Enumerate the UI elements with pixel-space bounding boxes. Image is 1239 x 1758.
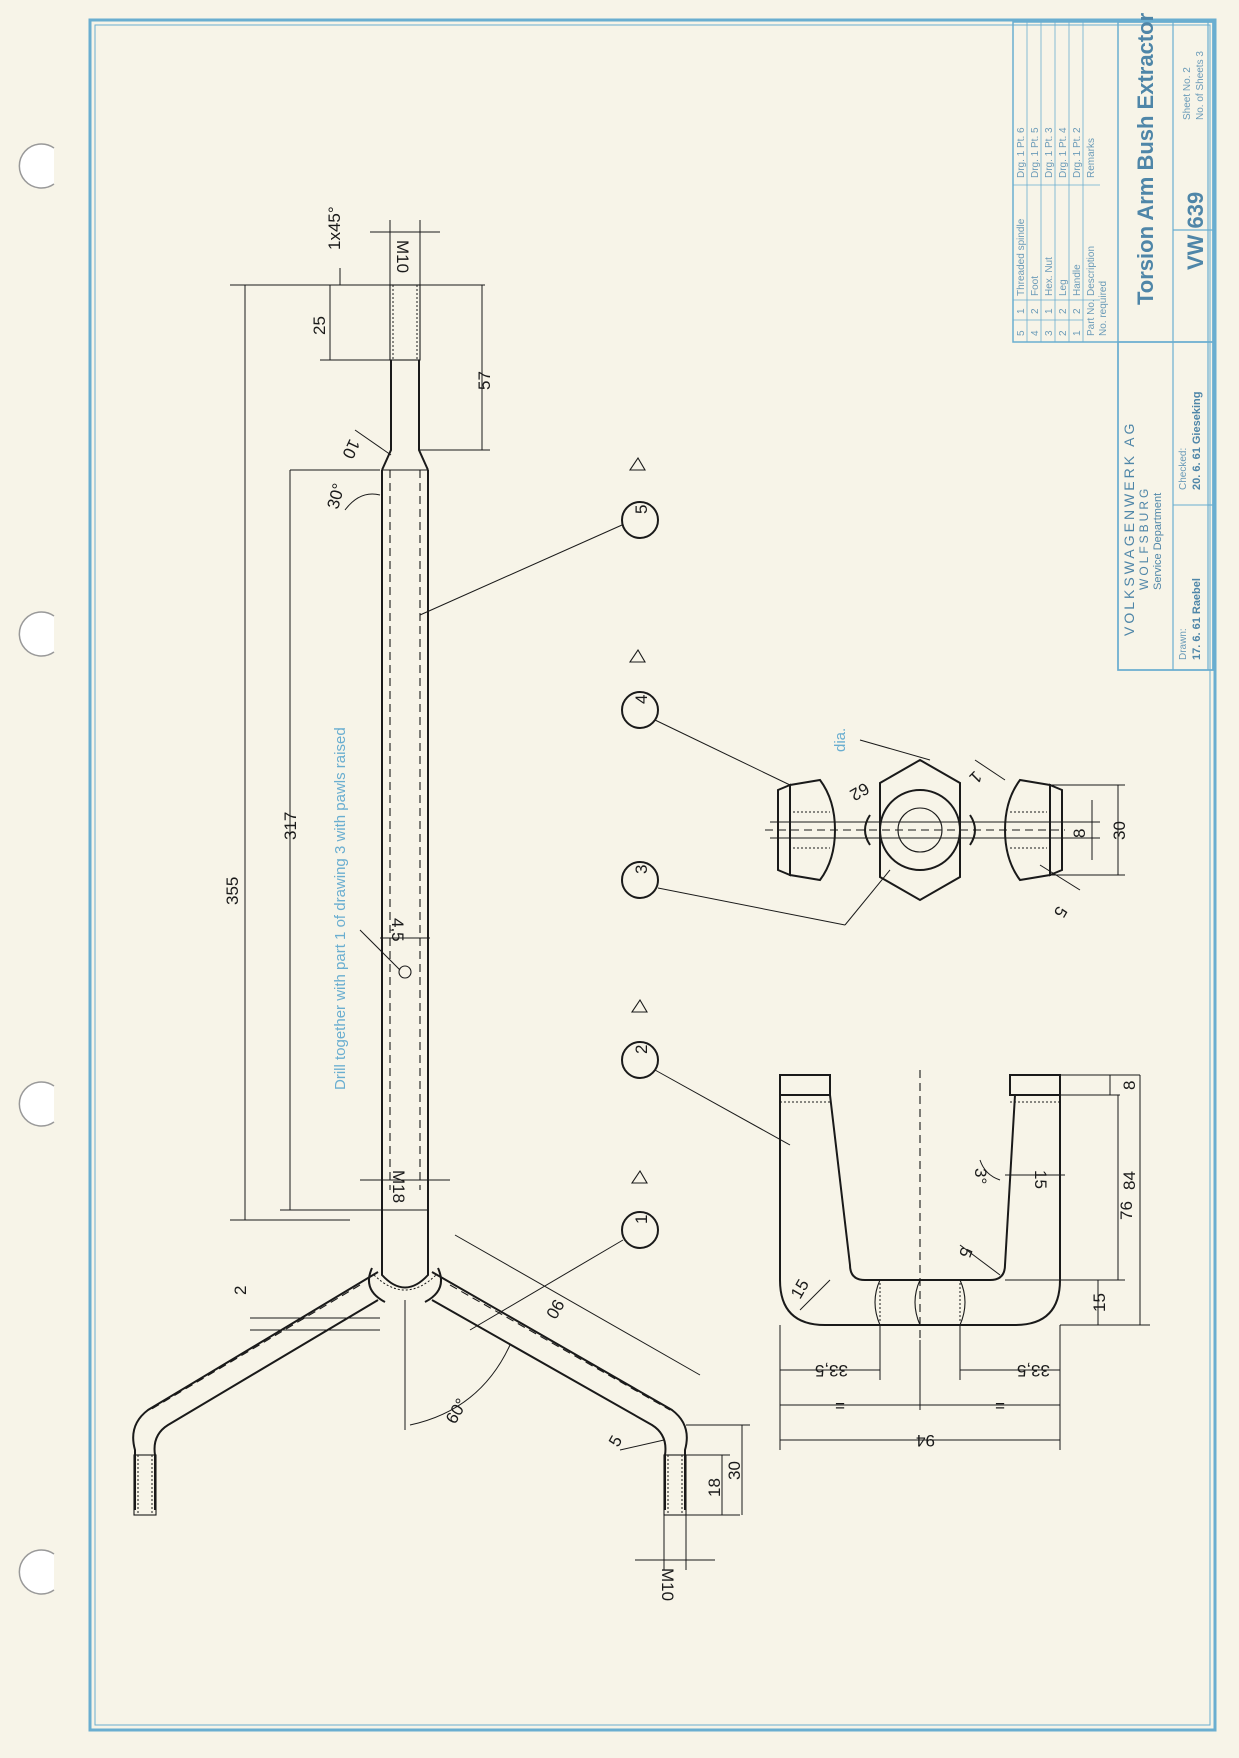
part-5-remarks: Drg. 1 Pt. 6 (1016, 127, 1027, 178)
part-2-remarks: Drg. 1 Pt. 4 (1058, 127, 1069, 178)
dim-90: 90 (542, 1296, 568, 1322)
dim-4-5: 4,5 (388, 918, 407, 942)
dim-57: 57 (475, 371, 494, 390)
part-5-no: 5 (1016, 330, 1027, 336)
part-4-desc: Foot (1030, 276, 1041, 296)
balloon-5-label: 5 (632, 505, 651, 514)
part-4-remarks: Drg. 1 Pt. 5 (1030, 127, 1041, 178)
part-2-desc: Leg (1058, 279, 1069, 296)
dim-18: 18 (705, 1478, 724, 1497)
dim-m18: M18 (389, 1170, 408, 1203)
handle-dimensions: 8 84 76 15 15 3° 5 15 33,5 33,5 = = 94 (779, 1074, 1150, 1450)
dim-62: 62 (847, 779, 873, 805)
header-description: Description (1086, 246, 1097, 296)
balloon-1 (621, 1211, 659, 1249)
balloon-4 (621, 691, 659, 729)
part-3-remarks: Drg. 1 Pt. 3 (1044, 127, 1055, 178)
dim-33-5-left: 33,5 (815, 1361, 848, 1380)
part-1-qty: 2 (1072, 308, 1083, 314)
part-5-desc: Threaded spindle (1016, 218, 1027, 296)
drawn-label: Drawn: (1178, 628, 1189, 660)
cross-hole (398, 965, 412, 979)
dim-3deg: 3° (971, 1168, 990, 1184)
dim-15-corner: 15 (787, 1276, 813, 1302)
checked-label: Checked: (1178, 448, 1189, 490)
dim-33-5-right: 33,5 (1017, 1361, 1050, 1380)
part-5-qty: 1 (1016, 308, 1027, 314)
dim-76: 76 (1117, 1201, 1136, 1220)
dim-94: 94 (916, 1431, 935, 1450)
part-1-remarks: Drg. 1 Pt. 2 (1072, 127, 1083, 178)
company-department: Service Department (1152, 493, 1164, 590)
sheet-number: Sheet No. 2 (1182, 67, 1193, 120)
balloon-2-label: 2 (632, 1045, 651, 1054)
company-name: VOLKSWAGENWERK AG (1121, 421, 1137, 636)
header-part-no: Part No. (1086, 299, 1097, 336)
balloon-4-label: 4 (632, 695, 651, 704)
dim-15-inner: 15 (1031, 1170, 1050, 1189)
dim-30deg: 30° (324, 481, 349, 511)
dim-5-foot: 5 (605, 1432, 626, 1450)
handle-view (779, 1070, 1061, 1340)
part-3-qty: 1 (1044, 308, 1055, 314)
part-1-no: 1 (1072, 330, 1083, 336)
part-balloons: 5 4 3 2 1 (419, 456, 891, 1331)
header-no-required: No. required (1098, 281, 1109, 336)
part-4-no: 4 (1030, 330, 1041, 336)
dim-equal-left: = (835, 1396, 845, 1415)
dim-30-foot: 30 (725, 1461, 744, 1480)
dim-8-nut: 8 (1070, 829, 1089, 838)
dim-355: 355 (223, 877, 242, 905)
balloon-2 (621, 1041, 659, 1079)
dim-8-handle: 8 (1120, 1081, 1139, 1090)
threaded-end (389, 284, 421, 361)
part-2-no: 2 (1058, 330, 1069, 336)
drawn-value: 17. 6. 61 Raebel (1191, 578, 1203, 660)
part-1-desc: Handle (1072, 264, 1083, 296)
sheet-inner-border (94, 24, 1211, 1726)
dim-m10-top: M10 (393, 240, 412, 273)
drill-note: Drill together with part 1 of drawing 3 … (332, 727, 349, 1090)
spindle-view (132, 284, 688, 1516)
drawing-title: Torsion Arm Bush Extractor (1133, 12, 1158, 305)
balloon-3-label: 3 (632, 865, 651, 874)
dim-1: 1 (965, 767, 985, 787)
dim-equal-right: = (995, 1396, 1005, 1415)
dim-15-right: 15 (1090, 1293, 1109, 1312)
dim-317: 317 (281, 812, 300, 840)
dim-5-nut: 5 (1050, 903, 1071, 921)
sheets-total: No. of Sheets 3 (1195, 51, 1206, 120)
dim-2: 2 (231, 1286, 250, 1295)
dim-30-nut: 30 (1110, 821, 1129, 840)
part-2-qty: 2 (1058, 308, 1069, 314)
checked-value: 20. 6. 61 Gieseking (1191, 392, 1203, 490)
sheet-border (88, 18, 1217, 1732)
part-3-desc: Hex. Nut (1044, 257, 1055, 296)
binder-holes (18, 143, 55, 1595)
spindle-dimensions: M10 1x45° 355 25 57 10 30° 317 4,5 M18 (223, 206, 750, 1601)
dim-5-handle: 5 (955, 1245, 976, 1260)
part-4-qty: 2 (1030, 308, 1041, 314)
balloon-1-label: 1 (632, 1215, 651, 1224)
nut-dimensions: 62 dia. 1 8 30 5 (832, 728, 1129, 921)
header-remarks: Remarks (1086, 138, 1097, 178)
dim-10: 10 (338, 436, 363, 461)
balloon-5 (621, 501, 659, 539)
dim-25: 25 (310, 316, 329, 335)
balloon-3 (621, 861, 659, 899)
title-block: 5 1 Threaded spindle Drg. 1 Pt. 6 4 2 Fo… (1012, 12, 1214, 671)
dim-chamfer: 1x45° (325, 206, 344, 250)
part-3-no: 3 (1044, 330, 1055, 336)
dim-dia: dia. (832, 728, 849, 752)
drawing-number: VW 639 (1183, 192, 1208, 270)
dim-m10-bottom: M10 (658, 1568, 677, 1601)
dim-84: 84 (1120, 1171, 1139, 1190)
company-city: WOLFSBURG (1137, 486, 1151, 590)
nut-view (765, 758, 1065, 902)
